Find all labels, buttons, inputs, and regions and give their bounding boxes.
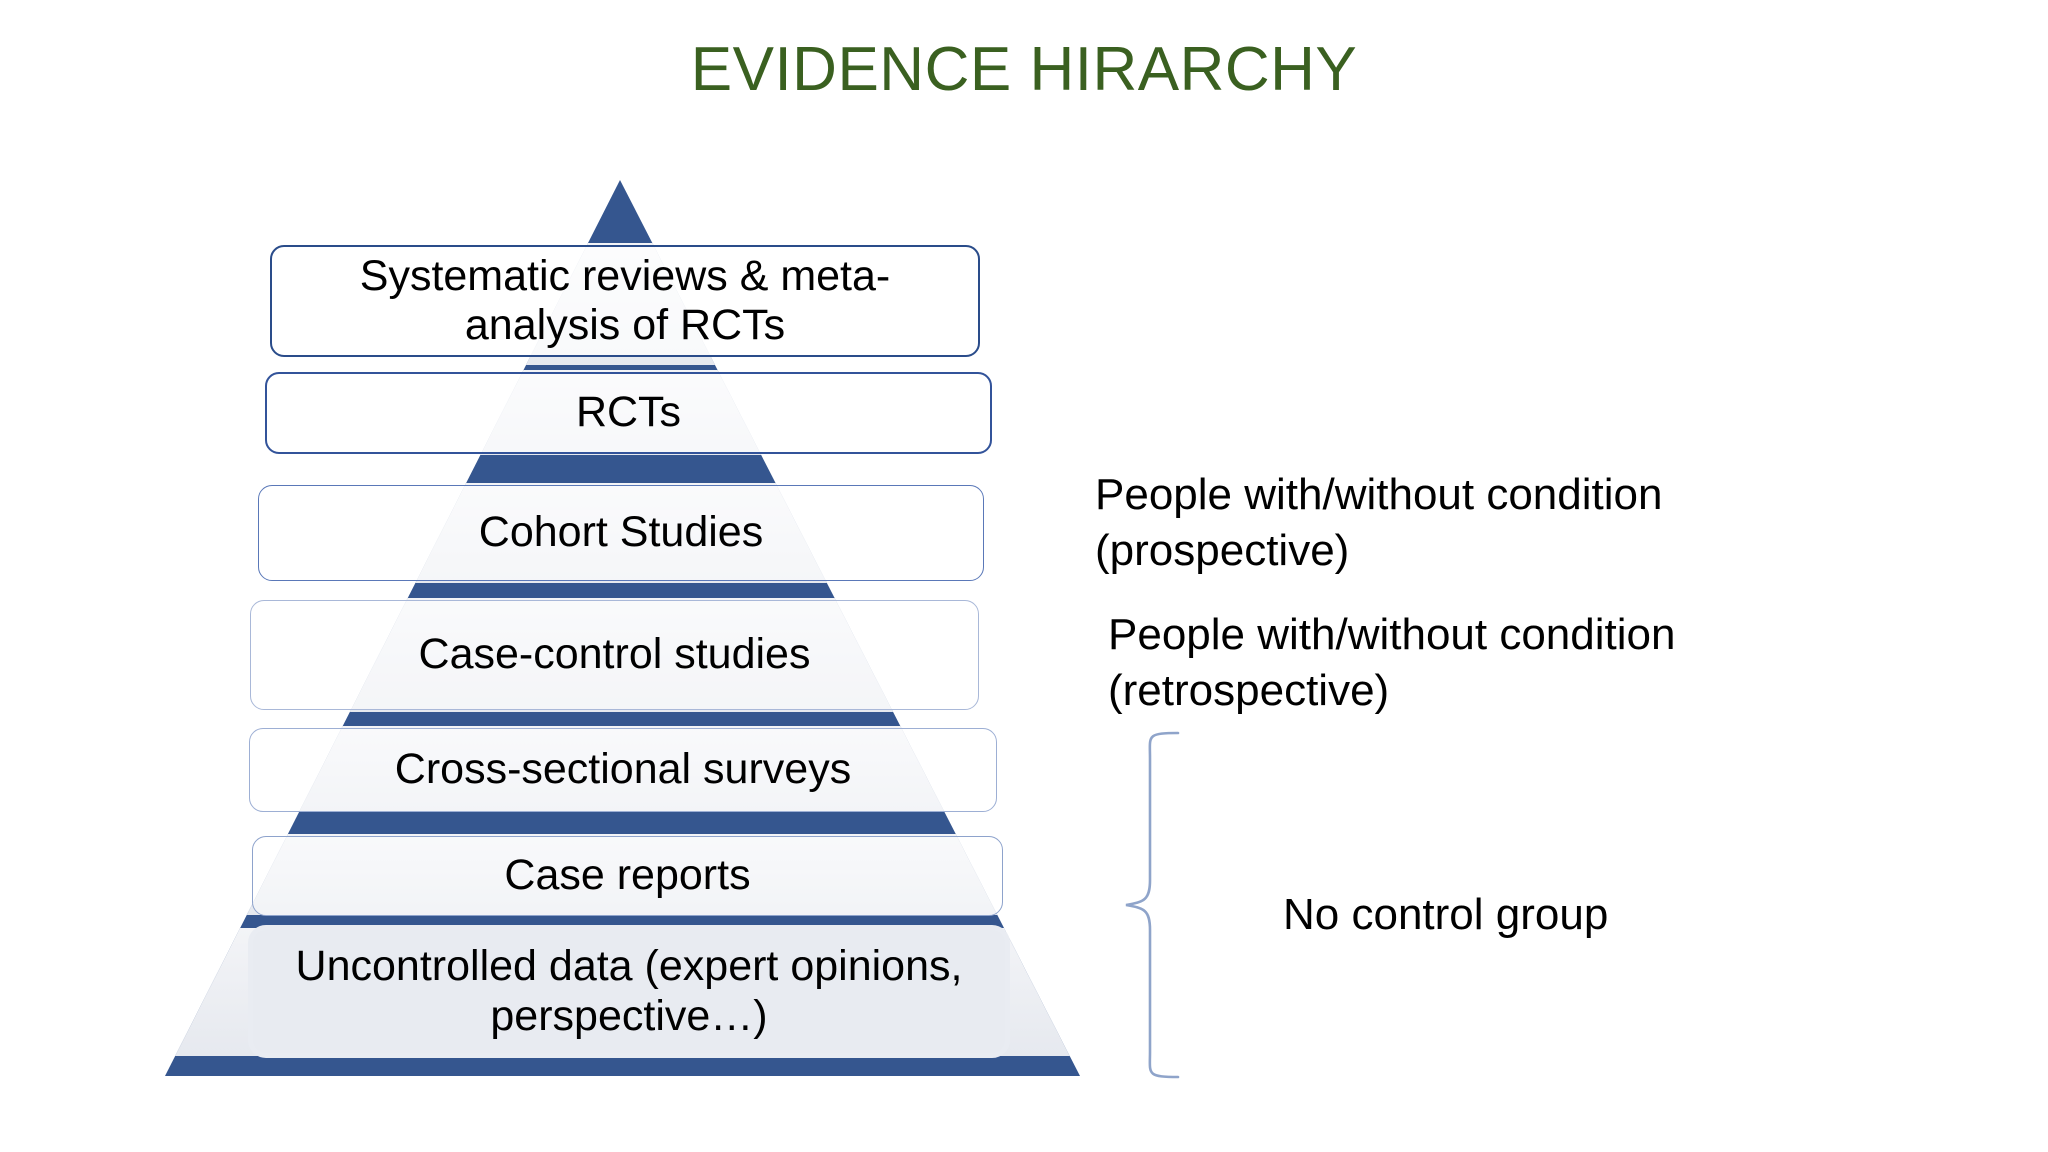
annotation-retrospective: People with/without condition (retrospec…	[1108, 610, 1676, 716]
curly-brace-icon	[1125, 731, 1180, 1079]
tier-box-3[interactable]: Cohort Studies	[258, 485, 984, 581]
tier-label-2: RCTs	[575, 388, 682, 437]
annotation-no-control-group: No control group	[1283, 890, 1609, 939]
annotation-prospective: People with/without condition (prospecti…	[1095, 470, 1663, 576]
tier-box-1[interactable]: Systematic reviews & meta-analysis of RC…	[270, 245, 980, 357]
tier-box-7[interactable]: Uncontrolled data (expert opinions, pers…	[248, 925, 1010, 1058]
tier-label-7: Uncontrolled data (expert opinions, pers…	[295, 942, 963, 1040]
tier-label-3: Cohort Studies	[478, 508, 764, 557]
tier-label-4: Case-control studies	[418, 630, 811, 679]
tier-box-5[interactable]: Cross-sectional surveys	[249, 728, 997, 812]
tier-label-6: Case reports	[504, 851, 751, 900]
tier-label-5: Cross-sectional surveys	[394, 745, 852, 794]
page-title: EVIDENCE HIRARCHY	[690, 35, 1358, 104]
tier-box-4[interactable]: Case-control studies	[250, 600, 979, 710]
tier-box-6[interactable]: Case reports	[252, 836, 1003, 916]
tier-box-2[interactable]: RCTs	[265, 372, 992, 454]
tier-label-1: Systematic reviews & meta-analysis of RC…	[359, 251, 891, 349]
